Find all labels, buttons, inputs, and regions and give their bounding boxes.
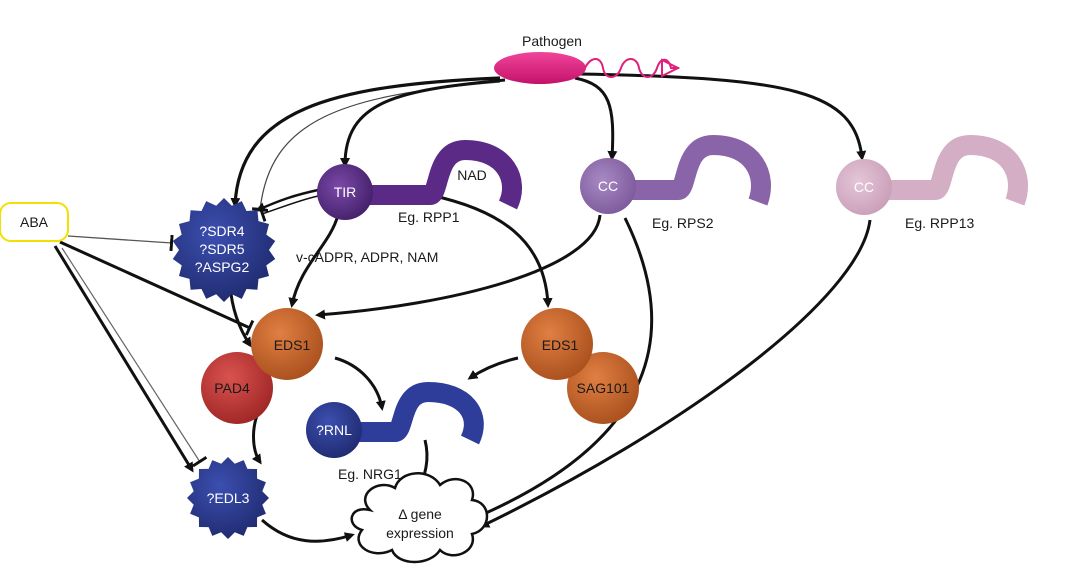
tir-example-label: Eg. RPP1 [398,209,460,225]
gene-expression-node: Δ gene expression [350,472,489,564]
pathogen-body [494,52,586,84]
edge-tir-to-sdr-inhibit [258,195,319,222]
cc2-receptor-tail [885,134,1028,206]
eds1-b-label: EDS1 [542,337,579,353]
cc2-domain [836,159,892,215]
edge-pathogen-to-sdr [230,76,501,208]
sdr-line-2: ?SDR5 [199,241,244,257]
tir-nad-label: NAD [457,167,487,183]
edge-pathogen-to-cc2 [579,72,867,161]
aba-label: ABA [20,214,49,230]
tir-domain-label: TIR [334,184,357,200]
edge-aba-to-edl3 [53,245,194,473]
edge-aba-to-eds1-inhibit [59,240,255,336]
cc-receptor-rps2: CC Eg. RPS2 [580,134,771,231]
rnl-tail [350,381,484,445]
edge-aba-to-sdr-inhibit [67,234,174,252]
edge-pathogen-to-tir [340,78,506,168]
rnl-example-label: Eg. NRG1 [338,466,402,482]
cc2-domain-label: CC [854,179,874,195]
rnl-receptor: ?RNL Eg. NRG1 [306,381,484,482]
aba-box [0,202,69,242]
eds1-shape [251,308,323,380]
edge-cc1-to-gene [467,217,654,522]
pathogen-flagellum-tip [661,58,681,78]
eds1-label: EDS1 [274,337,311,353]
aba-node: ABA [0,202,69,242]
sag101-shape [567,352,639,424]
cc2-example-label: Eg. RPP13 [905,215,974,231]
eds1-sag101-complex: EDS1 SAG101 [521,308,639,424]
cc1-example-label: Eg. RPS2 [652,215,714,231]
edge-tir-to-eds1 [288,214,340,308]
sdr-line-3: ?ASPG2 [195,259,250,275]
sag101-label: SAG101 [577,380,630,396]
edge-eds1-sag101-to-rnl [467,356,519,380]
pathogen-label: Pathogen [522,33,582,49]
sdr-cluster-shape [172,198,276,302]
gene-expression-line-1: Δ gene [398,506,442,522]
cc1-domain-label: CC [598,178,618,194]
edge-pathogen-to-cc1 [574,76,618,161]
gene-expression-cloud [350,472,489,564]
sdr-line-1: ?SDR4 [199,223,244,239]
edge-tir-to-sdr [255,188,319,212]
edge-cc1-to-eds1 [315,214,602,320]
edge-tir-to-eds1-sag101 [429,193,553,308]
gene-expression-line-2: expression [386,525,454,541]
edge-edl3-to-gene [261,518,355,543]
eds1-b-shape [521,308,593,380]
edl3-node: ?EDL3 [187,457,269,539]
pathogen-flagellum [584,58,679,78]
cc-receptor-rpp13: CC Eg. RPP13 [836,134,1028,231]
edge-cc2-to-gene [479,219,872,528]
tir-domain [317,164,373,220]
sdr-cluster: ?SDR4 ?SDR5 ?ASPG2 [172,198,276,302]
pathogen-node: Pathogen [494,33,681,84]
tir-receptor: TIR NAD Eg. RPP1 [317,139,522,225]
edl3-shape [187,457,269,539]
pad4-shape [201,352,273,424]
cc1-receptor-tail [628,134,771,206]
rnl-domain-label: ?RNL [316,422,352,438]
edge-aba-to-edl3-inhibit [61,247,208,468]
tir-receptor-tail [360,139,522,210]
rnl-domain [306,402,362,458]
tir-products-label: v-cADPR, ADPR, NAM [296,249,438,265]
cc1-domain [580,158,636,214]
pad4-label: PAD4 [214,380,250,396]
edl3-label: ?EDL3 [207,490,250,506]
eds1-pad4-complex: EDS1 PAD4 [201,308,323,424]
edge-eds1-pad4-to-rnl [334,356,386,411]
